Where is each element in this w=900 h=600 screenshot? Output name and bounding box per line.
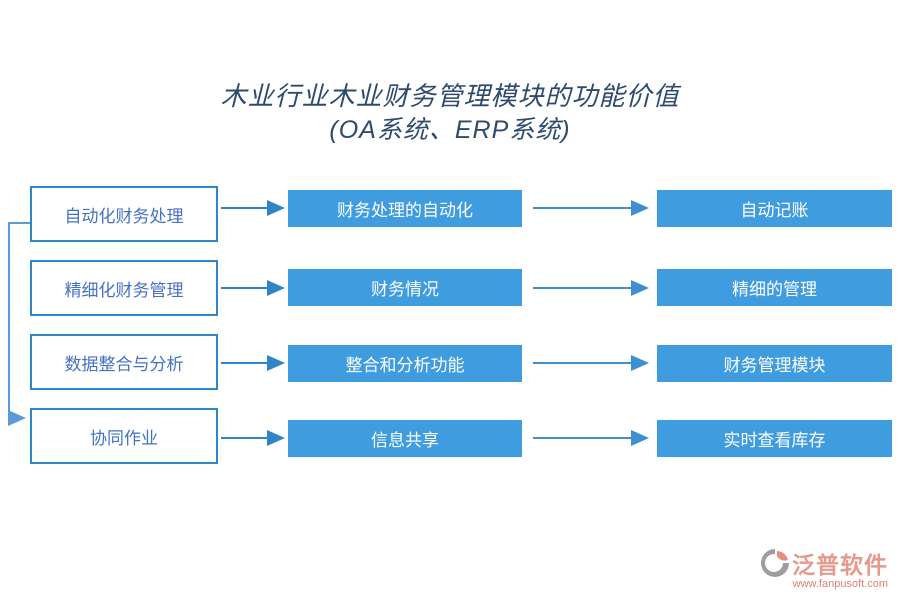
middle-box-row-3: 整合和分析功能: [288, 345, 522, 382]
right-box-row-2: 精细的管理: [657, 269, 892, 306]
right-box-row-1: 自动记账: [657, 190, 892, 227]
middle-box-row-1: 财务处理的自动化: [288, 190, 522, 227]
left-box-row-4: 协同作业: [30, 408, 218, 464]
left-box-row-1: 自动化财务处理: [30, 186, 218, 242]
watermark-url: www.fanpusoft.com: [792, 578, 888, 590]
page-title: 木业行业木业财务管理模块的功能价值 (OA系统、ERP系统): [0, 80, 900, 146]
middle-box-row-4: 信息共享: [288, 420, 522, 457]
left-box-row-2: 精细化财务管理: [30, 260, 218, 316]
left-box-row-3: 数据整合与分析: [30, 334, 218, 390]
title-line-1: 木业行业木业财务管理模块的功能价值: [220, 81, 680, 111]
middle-box-row-2: 财务情况: [288, 269, 522, 306]
watermark: 泛普软件 www.fanpusoft.com: [738, 546, 888, 590]
watermark-brand: 泛普软件: [792, 552, 888, 578]
title-line-2: (OA系统、ERP系统): [329, 115, 571, 144]
elbow-connector-box1-to-box4: [8, 222, 30, 426]
right-box-row-4: 实时查看库存: [657, 420, 892, 457]
right-box-row-3: 财务管理模块: [657, 345, 892, 382]
fanpu-logo-icon: [760, 548, 790, 578]
